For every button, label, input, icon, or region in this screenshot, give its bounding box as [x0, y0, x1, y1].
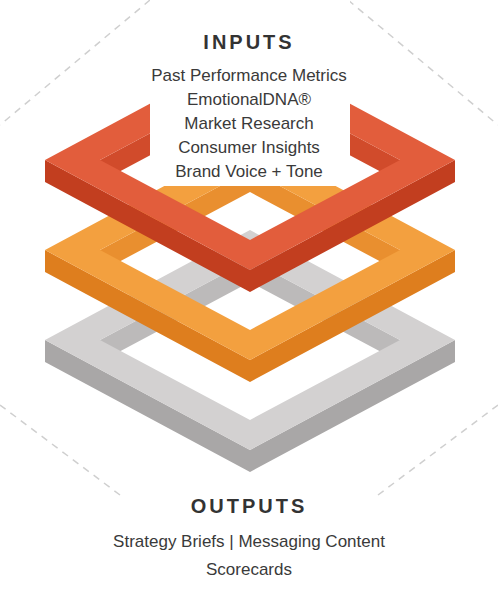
input-item: Consumer Insights	[0, 136, 498, 160]
dashed-guide	[348, 0, 498, 125]
input-item: EmotionalDNA®	[0, 88, 498, 112]
dashed-guide	[0, 0, 150, 125]
output-list: Strategy Briefs | Messaging Content Scor…	[84, 528, 414, 584]
section-heading: OUTPUTS	[0, 494, 498, 518]
input-item: Market Research	[0, 112, 498, 136]
section-heading: INPUTS	[0, 30, 498, 54]
input-item: Past Performance Metrics	[0, 64, 498, 88]
dashed-guide	[0, 405, 120, 495]
input-item: Brand Voice + Tone	[0, 160, 498, 184]
dashed-guide	[378, 405, 498, 495]
